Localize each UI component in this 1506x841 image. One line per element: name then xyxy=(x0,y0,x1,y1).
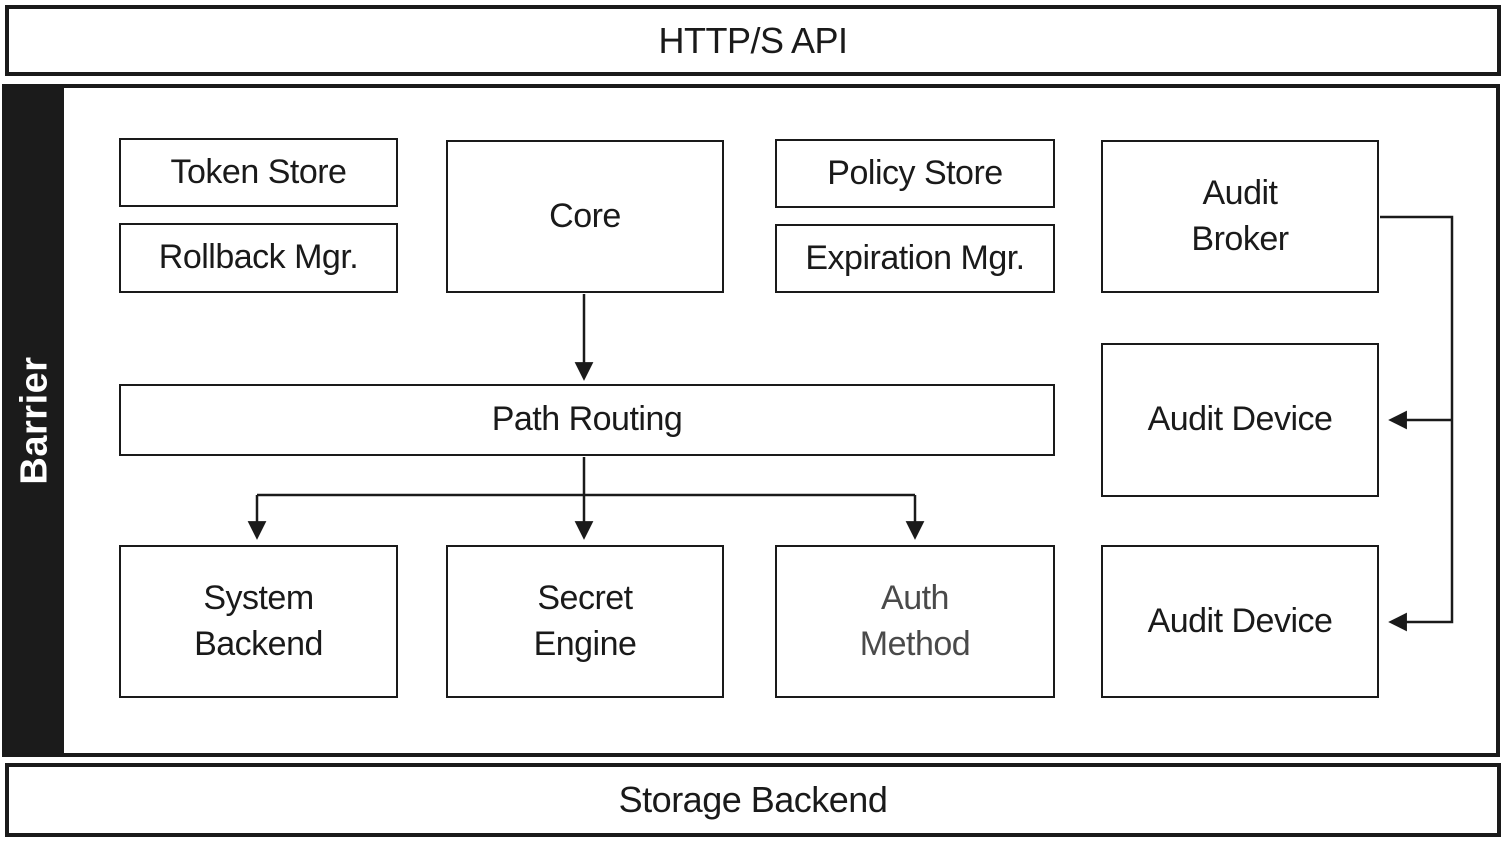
node-core: Core xyxy=(446,140,724,293)
node-label: Rollback Mgr. xyxy=(158,238,359,277)
node-label: Policy Store xyxy=(827,153,1003,192)
node-label: Core xyxy=(549,196,621,235)
node-label: Audit Device xyxy=(1147,601,1333,640)
node-system-backend: System Backend xyxy=(119,545,398,698)
node-rollback-mgr: Rollback Mgr. xyxy=(119,223,398,293)
node-secret-engine: Secret Engine xyxy=(446,545,724,698)
node-label: Audit Broker xyxy=(1191,173,1289,258)
node-label: Auth Method xyxy=(859,578,971,663)
node-path-routing: Path Routing xyxy=(119,384,1055,456)
node-audit-broker: Audit Broker xyxy=(1101,140,1379,293)
node-label: Secret Engine xyxy=(533,578,637,663)
node-label: System Backend xyxy=(194,578,323,663)
storage-backend-bar: Storage Backend xyxy=(5,763,1501,837)
node-auth-method: Auth Method xyxy=(775,545,1055,698)
node-label: Audit Device xyxy=(1147,400,1333,439)
node-label: Token Store xyxy=(170,152,347,191)
node-policy-store: Policy Store xyxy=(775,139,1055,208)
node-label: Expiration Mgr. xyxy=(805,238,1025,277)
barrier-label: Barrier xyxy=(13,356,56,485)
barrier-strip: Barrier xyxy=(6,88,64,753)
node-audit-device-bottom: Audit Device xyxy=(1101,545,1379,698)
storage-backend-label: Storage Backend xyxy=(618,779,888,820)
node-label: Path Routing xyxy=(491,400,683,439)
node-token-store: Token Store xyxy=(119,138,398,207)
http-api-bar: HTTP/S API xyxy=(5,5,1501,76)
node-audit-device-top: Audit Device xyxy=(1101,343,1379,497)
http-api-label: HTTP/S API xyxy=(658,19,848,61)
node-expiration-mgr: Expiration Mgr. xyxy=(775,224,1055,293)
